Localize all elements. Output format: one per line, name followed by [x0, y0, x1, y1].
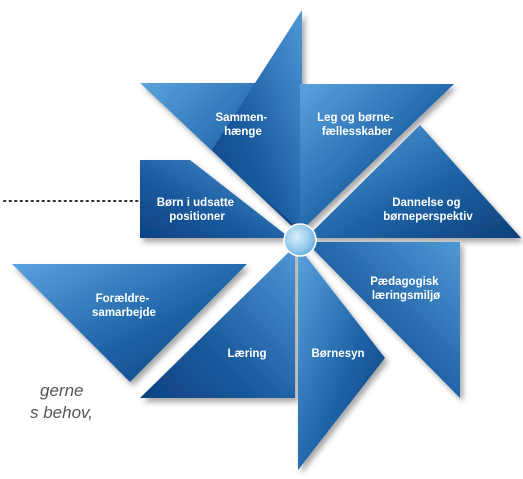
- label-sammenhaenge: Sammen- hænge: [216, 112, 271, 138]
- label-laering: Læring: [228, 348, 267, 360]
- label-udsatte: Børn i udsatte positioner: [157, 197, 238, 223]
- blade-paedagogisk: [306, 242, 460, 398]
- side-text-line-2: s behov,: [30, 403, 93, 422]
- label-bornesyn: Børnesyn: [311, 348, 364, 360]
- label-paedagogisk: Pædagogisk læringsmiljø: [370, 276, 442, 302]
- blade-foraeldre: [12, 264, 247, 382]
- label-leg: Leg og børne- fællesskaber: [317, 112, 397, 138]
- blade-leg: [212, 10, 302, 232]
- blade-dannelse: [306, 125, 521, 238]
- label-foraeldre: Forældre- samarbejde: [92, 293, 156, 319]
- blade-laering: [140, 246, 295, 398]
- blade-bornesyn: [298, 246, 385, 470]
- label-dannelse: Dannelse og børneperspektiv: [383, 197, 473, 223]
- blade-udsatte: [140, 160, 290, 238]
- pinwheel-hub: [283, 223, 317, 257]
- side-text-line-1: gerne: [40, 381, 83, 400]
